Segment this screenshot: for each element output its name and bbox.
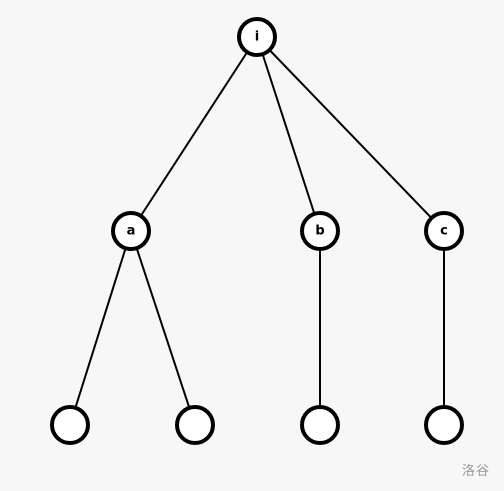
watermark-text: 洛谷 (461, 464, 490, 479)
edge-i-b (256, 36, 321, 232)
tree-node-l4 (424, 405, 464, 445)
edge-a-l2 (130, 230, 196, 426)
node-circle-i (237, 17, 277, 57)
node-label-a: a (127, 224, 136, 239)
node-circle-l3 (300, 405, 340, 445)
tree-node-i: i (237, 17, 277, 57)
edges-layer (69, 36, 445, 426)
node-circle-b (300, 211, 340, 251)
tree-node-a: a (111, 211, 151, 251)
node-circle-l4 (424, 405, 464, 445)
tree-node-l1 (50, 405, 90, 445)
edge-i-a (130, 36, 258, 232)
node-circle-a (111, 211, 151, 251)
tree-node-b: b (300, 211, 340, 251)
node-label-b: b (315, 224, 324, 239)
node-circle-c (424, 211, 464, 251)
edge-i-c (256, 36, 445, 232)
node-circle-l2 (175, 405, 215, 445)
node-circle-l1 (50, 405, 90, 445)
tree-node-l3 (300, 405, 340, 445)
node-label-c: c (440, 224, 448, 239)
tree-node-l2 (175, 405, 215, 445)
node-label-i: i (255, 30, 259, 45)
edge-a-l1 (69, 230, 132, 426)
tree-node-c: c (424, 211, 464, 251)
nodes-layer: i a b c (50, 17, 464, 445)
